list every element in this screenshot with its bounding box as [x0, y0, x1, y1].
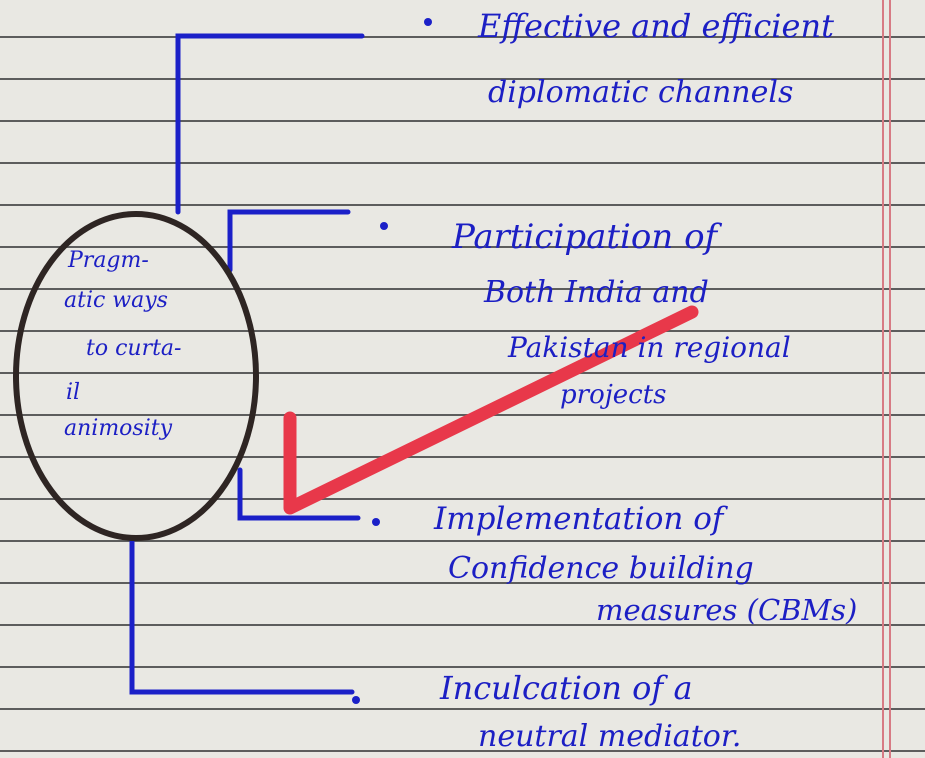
branch-connector-3: [237, 467, 361, 521]
point-2-line-3: Pakistan in regional: [508, 331, 791, 364]
branch-connector-1: [175, 33, 365, 215]
point-2-line-4: projects: [560, 380, 667, 410]
bullet-dot-1: [424, 18, 432, 26]
margin-line: [882, 0, 884, 758]
branch-connector-4: [129, 537, 355, 695]
point-3-line-1: Implementation of: [434, 501, 724, 537]
point-4-line-1: Inculcation of a: [440, 669, 693, 707]
point-1-line-1: Effective and efficient: [478, 7, 834, 45]
bullet-dot-3: [372, 518, 380, 526]
red-checkmark-icon: [283, 305, 699, 515]
point-4-line-2: neutral mediator.: [478, 719, 742, 754]
point-1-line-2: diplomatic channels: [488, 75, 794, 110]
center-label-line-5: animosity: [64, 416, 173, 441]
point-3-line-3: measures (CBMs): [596, 593, 858, 627]
center-label-line-3: to curta-: [86, 336, 182, 361]
branch-connector-2: [227, 209, 351, 273]
center-label-line-4: il: [66, 380, 81, 405]
margin-line-2: [889, 0, 891, 758]
bullet-dot-2: [380, 222, 388, 230]
bullet-dot-4: [352, 696, 360, 704]
center-oval: [13, 211, 259, 541]
center-label-line-2: atic ways: [64, 288, 168, 313]
point-2-line-1: Participation of: [452, 217, 718, 257]
center-label-line-1: Pragm-: [68, 248, 149, 273]
point-2-line-2: Both India and: [484, 275, 709, 310]
point-3-line-2: Confidence building: [448, 551, 754, 586]
